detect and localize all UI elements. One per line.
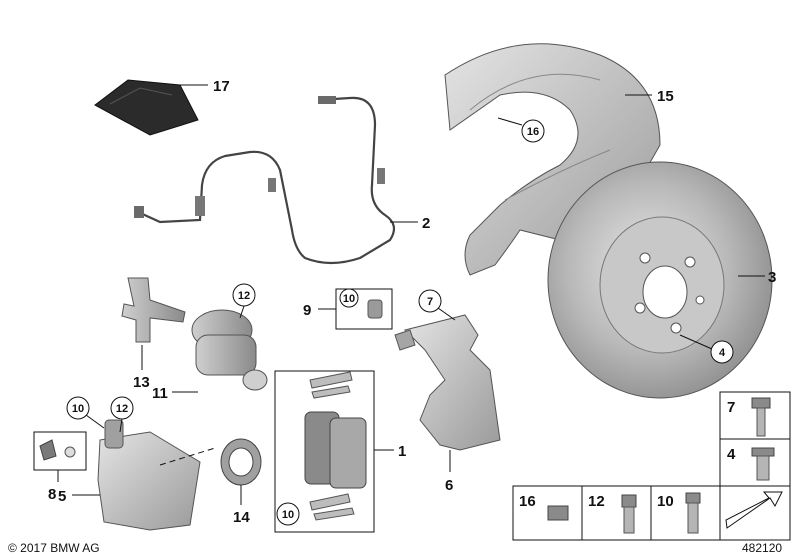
callout-15: 15 <box>657 88 674 105</box>
legend-grid <box>512 391 791 541</box>
legend-label-16: 16 <box>519 493 536 510</box>
callout-17: 17 <box>213 78 230 95</box>
diagram-id-text: 482120 <box>742 541 782 555</box>
bolt-10 <box>685 492 701 534</box>
brake-disc <box>547 161 773 399</box>
legend-label-7: 7 <box>727 399 735 416</box>
callout-16: 16 <box>527 126 539 138</box>
caliper-carrier <box>394 314 501 451</box>
callout-6: 6 <box>445 477 453 494</box>
callout-circle-4 <box>710 340 734 364</box>
callout-1: 1 <box>398 443 406 460</box>
callout-circle-7 <box>418 289 442 313</box>
guide-bolt-kit <box>367 299 383 319</box>
callout-circle-10c <box>276 502 300 526</box>
callout-10a: 10 <box>343 293 355 305</box>
brake-caliper <box>97 419 216 531</box>
direction-arrow-icon <box>725 491 783 529</box>
legend-label-10: 10 <box>657 493 674 510</box>
bolt-4 <box>751 447 775 481</box>
brake-pads <box>304 371 367 521</box>
kit-box-8 <box>33 431 87 471</box>
callout-circle-16 <box>521 119 545 143</box>
bleeder-cap-kit <box>39 439 76 461</box>
callout-8: 8 <box>48 486 56 503</box>
callout-11: 11 <box>152 385 168 402</box>
callout-3: 3 <box>768 269 776 286</box>
brake-wear-sensor <box>134 96 396 265</box>
grease-pouch <box>94 79 199 136</box>
seal-ring <box>220 438 262 486</box>
copyright-text: © 2017 BMW AG <box>8 541 100 555</box>
callout-10c: 10 <box>282 509 294 521</box>
callout-5: 5 <box>58 488 66 505</box>
callout-2: 2 <box>422 215 430 232</box>
bolt-12 <box>621 494 637 534</box>
legend-label-12: 12 <box>588 493 605 510</box>
callout-13: 13 <box>133 374 150 391</box>
callout-4: 4 <box>719 347 726 359</box>
callout-12b: 12 <box>116 403 128 415</box>
callout-10b: 10 <box>72 403 84 415</box>
bolt-7 <box>751 397 771 437</box>
callout-14: 14 <box>233 509 250 526</box>
legend-label-4: 4 <box>727 446 736 463</box>
callout-12a: 12 <box>238 290 250 302</box>
parking-brake-actuator <box>191 309 268 391</box>
nut-16 <box>547 505 569 521</box>
cable-bracket <box>121 277 186 343</box>
callout-9: 9 <box>303 302 311 319</box>
callout-7: 7 <box>427 296 433 308</box>
callout-circle-10b <box>66 396 90 420</box>
